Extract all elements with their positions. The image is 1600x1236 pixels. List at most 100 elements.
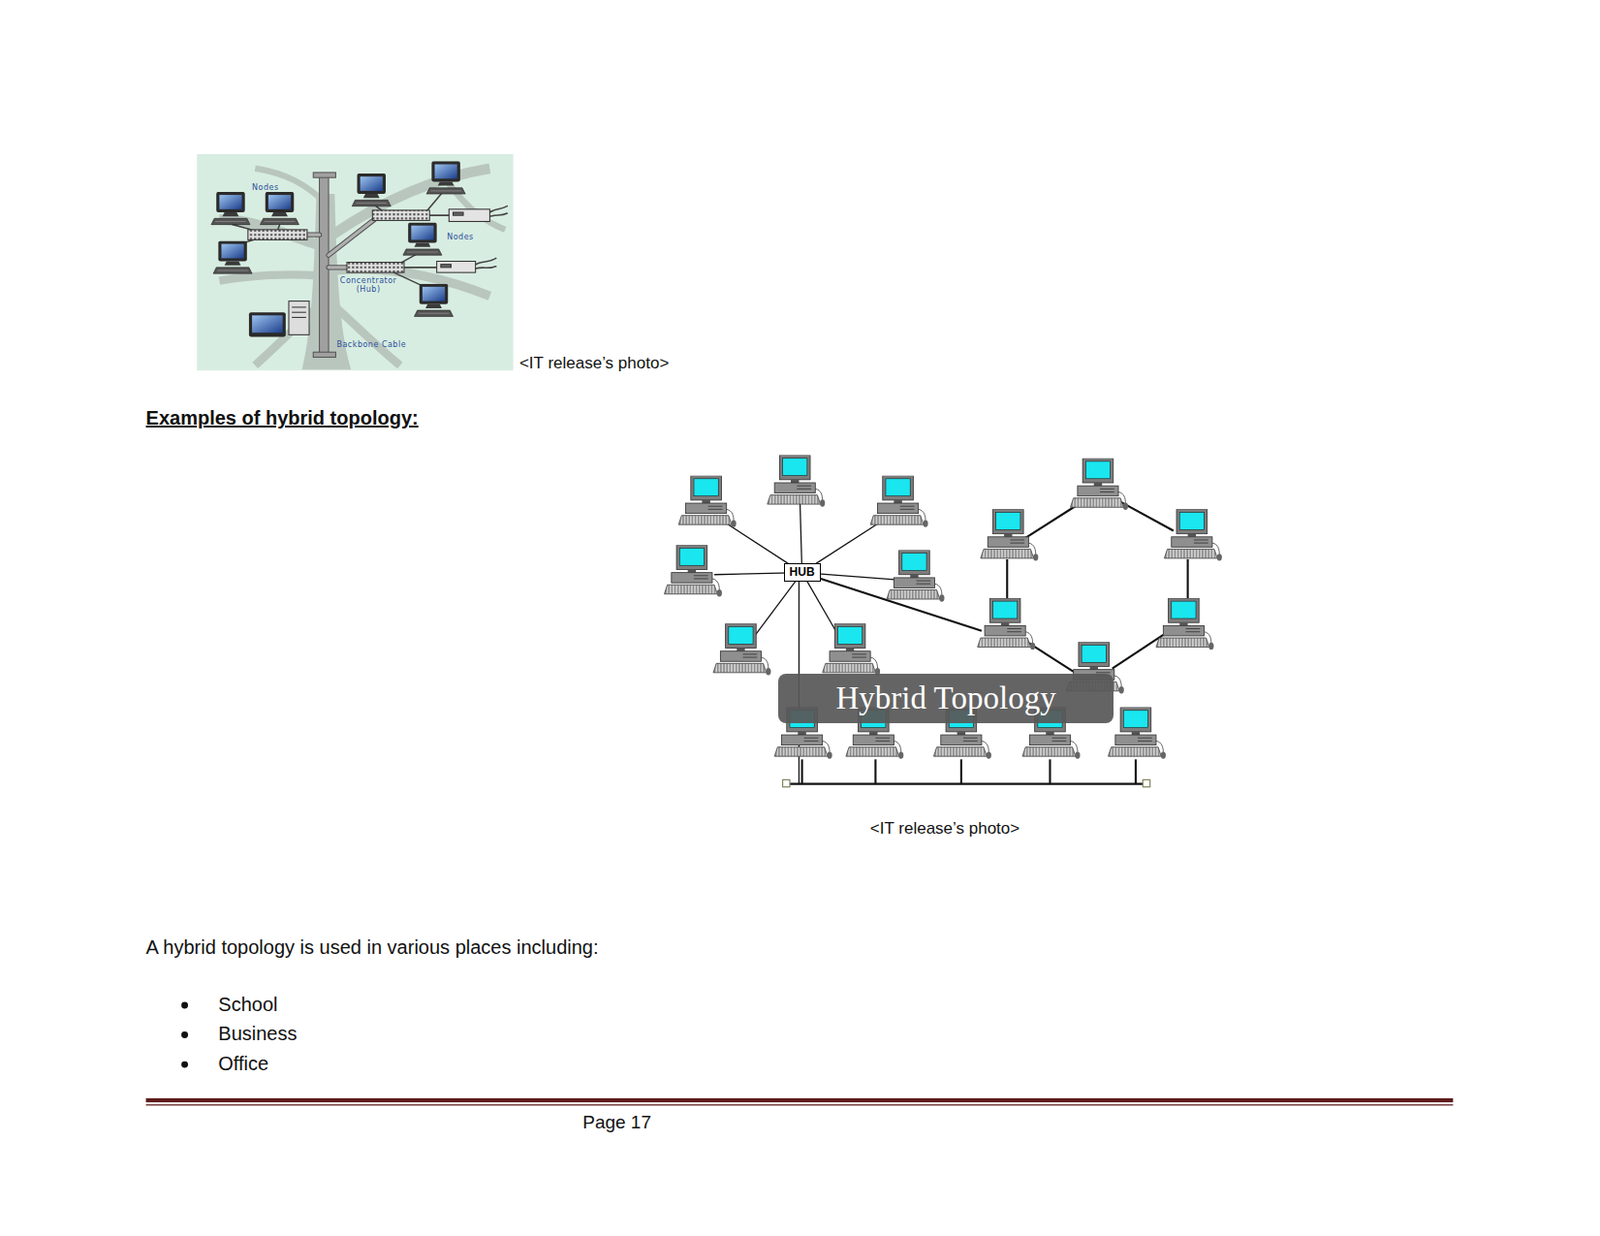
bus-links-part: [783, 779, 790, 786]
title-banner: Hybrid Topology: [778, 673, 1114, 723]
hub-strips-part: [346, 262, 405, 274]
ring-links-part: [802, 572, 982, 631]
tree-computers: [211, 160, 466, 316]
bullet-dots: [181, 1002, 189, 1068]
peripheral-devices-part: [453, 212, 465, 216]
server-station-part: [288, 301, 310, 336]
hybrid-computers-part: [822, 623, 880, 675]
server-station-part: [249, 312, 286, 337]
hub-box-text: HUB: [789, 565, 816, 579]
hybrid-computers-part: [713, 623, 771, 675]
branch-cables-part-part: [328, 265, 347, 269]
hub-label: Concentrator (Hub): [340, 276, 398, 294]
branch-cables-part-part: [426, 191, 443, 212]
hybrid-computers-part: [870, 475, 928, 528]
branch-cables-part-part: [475, 257, 497, 264]
bus-links-part: [801, 758, 804, 784]
tree-silhouette-part: [219, 274, 318, 281]
body-paragraph: A hybrid topology is used in various pla…: [146, 936, 599, 959]
tree-computers-part: [211, 191, 251, 225]
footer-rule: [146, 1098, 1454, 1106]
node-label: Nodes: [446, 232, 474, 242]
branch-cables-part-part: [475, 266, 497, 269]
branch-cables-part: [306, 219, 376, 267]
hybrid-computers-part: [1163, 508, 1222, 561]
bus-links-part: [786, 783, 1147, 785]
branch-cables-part-part: [489, 206, 507, 213]
bullet-dots-part: [181, 1002, 189, 1009]
bus-links-part: [874, 758, 877, 784]
hub-box: HUB: [784, 563, 821, 582]
branch-cables-part-part: [429, 214, 449, 217]
bus-links-part: [1134, 758, 1137, 784]
footer-rule-part: [146, 1103, 1454, 1105]
bullet-item: Office: [218, 1052, 269, 1075]
tree-silhouette: [219, 168, 505, 370]
node-label: Nodes: [251, 183, 280, 192]
branch-cables-part-part: [306, 232, 320, 238]
branch-cables-part-part: [306, 233, 320, 237]
footer-rule-part: [146, 1098, 1454, 1102]
backbone-cable-part: [313, 172, 336, 178]
bullet-item: School: [218, 993, 278, 1016]
photo-credit: <IT release’s photo>: [870, 818, 1020, 839]
tree-computers-part: [403, 222, 442, 256]
tree-topology-photo-part: [196, 154, 513, 371]
hybrid-computers-part: [678, 475, 736, 528]
branch-cables-part-part: [404, 266, 438, 269]
hybrid-computers-part: [767, 455, 825, 507]
backbone-cable-part: [313, 351, 336, 357]
star-links-part: [752, 572, 803, 638]
tree-silhouette-part: [334, 306, 400, 366]
server-station-part: [291, 316, 307, 318]
branch-cables-part-part: [328, 264, 347, 270]
title-banner-text: Hybrid Topology: [835, 680, 1056, 716]
hybrid-computers-part: [1107, 707, 1165, 759]
tree-silhouette-part: [332, 269, 490, 297]
bullet-dots-part: [181, 1031, 189, 1038]
server-station-part: [291, 306, 307, 308]
section-heading: Examples of hybrid topology:: [146, 407, 419, 430]
backbone-label: Backbone Cable: [336, 340, 407, 349]
bus-links-part: [960, 758, 963, 784]
tree-computers-part: [426, 160, 466, 194]
star-links-part: [800, 501, 803, 573]
server-station-part: [291, 312, 307, 314]
peripheral-devices-part: [440, 264, 452, 268]
bus-links-part: [1048, 758, 1051, 784]
hub-strips-part: [372, 210, 430, 221]
peripheral-devices-part: [437, 261, 476, 274]
branch-cables-part: [306, 219, 376, 267]
peripheral-devices-part: [448, 209, 490, 222]
branch-cables-part-part: [328, 219, 375, 255]
bus-links: [783, 758, 1151, 786]
bullet-dots-part: [181, 1061, 189, 1068]
branch-cables-part-part: [489, 213, 507, 217]
tree-computers-part: [351, 173, 391, 207]
server-station-part: [251, 314, 283, 333]
hybrid-computers-part: [886, 549, 944, 601]
hybrid-computers-part: [977, 597, 1036, 650]
hybrid-computers-part: [1156, 597, 1214, 650]
tree-computers-part: [213, 240, 252, 274]
hybrid-computers-part: [1070, 458, 1129, 510]
bullet-item: Business: [218, 1022, 297, 1045]
server-station: [249, 301, 310, 338]
ring-links-part: [1112, 634, 1164, 669]
tree-computers-part: [259, 191, 299, 225]
page-number: Page 17: [582, 1111, 652, 1133]
hybrid-computers-part: [663, 544, 722, 597]
hybrid-computers: [663, 455, 1222, 759]
tree-computers-part: [413, 283, 453, 317]
photo-credit: <IT release’s photo>: [519, 353, 669, 374]
branch-cables-part-part: [328, 219, 375, 255]
hybrid-computers-part: [980, 508, 1038, 561]
bus-links-part: [1142, 779, 1150, 786]
tree-topology-photo: [196, 154, 513, 371]
hub-strips-part: [248, 229, 308, 241]
peripheral-devices: [437, 209, 491, 273]
hybrid-topology-illustration: [663, 455, 1222, 787]
